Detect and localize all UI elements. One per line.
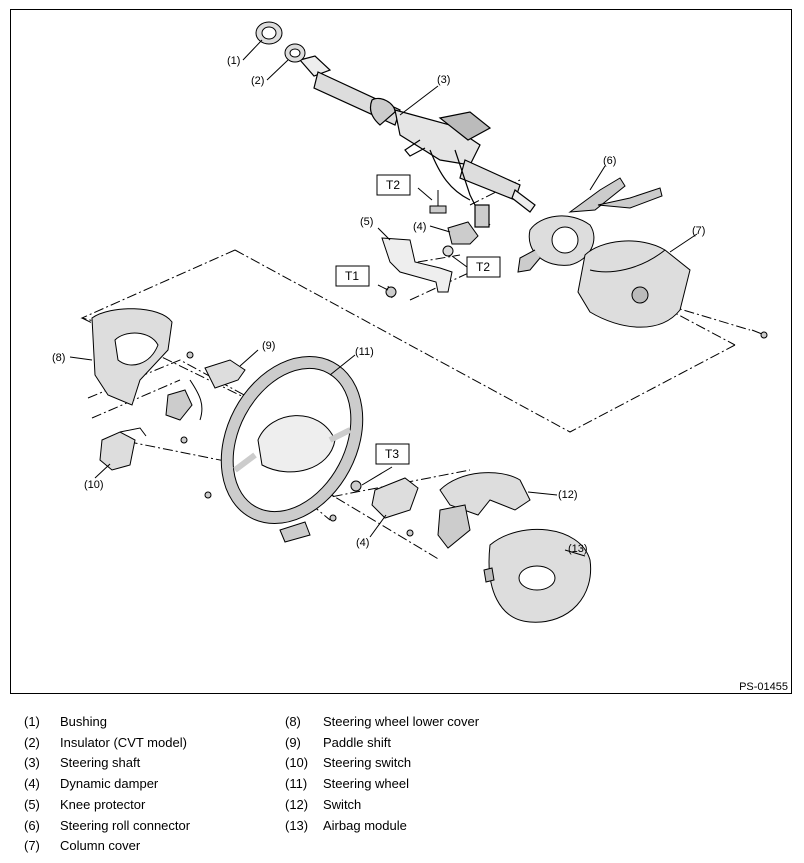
parts-legend: (1)Bushing (2)Insulator (CVT model) (3)S… [24,714,480,853]
steering-roll-connector [517,177,663,273]
leader-lines [69,39,698,557]
callout-9: (9) [262,340,275,352]
switch-part [437,472,531,549]
steering-shaft [298,55,536,228]
svg-text:T2: T2 [476,260,490,274]
callout-6: (6) [603,155,616,167]
steering-switch [99,427,147,471]
callout-5: (5) [360,216,373,228]
figure-code: PS-01455 [739,681,788,693]
assembly-guide-lines [80,179,751,561]
airbag-module [483,528,592,623]
callout-13: (13) [568,543,588,555]
callout-2: (2) [251,75,264,87]
callout-12: (12) [558,489,578,501]
cover-screw [751,329,768,339]
torque-tag-t3: T3 [375,443,410,465]
callout-7: (7) [692,225,705,237]
insulator-part [284,43,306,63]
callout-4: (4) [413,221,426,233]
wheel-bolts [180,436,414,543]
knee-protector [381,237,453,299]
callout-3: (3) [437,74,450,86]
svg-text:T1: T1 [345,269,359,283]
svg-text:T3: T3 [385,447,399,461]
bolt-t2-upper [429,190,447,214]
callout-4-lower: (4) [356,537,369,549]
torque-tag-t2-lower: T2 [466,256,501,278]
callout-11: (11) [355,346,374,358]
callout-10: (10) [84,479,104,491]
paddle-shift [165,351,246,421]
steering-wheel-lower-cover [91,308,173,406]
svg-text:T2: T2 [386,178,400,192]
dynamic-damper-lower [371,477,419,519]
callout-8: (8) [52,352,65,364]
torque-tag-t1: T1 [335,265,370,287]
bushing-part [255,21,283,45]
steering-wheel [220,356,364,524]
exploded-diagram: (1) (2) (3) (4) (5) (6) (7) (8) (9) (11)… [52,21,768,623]
column-cover [577,240,691,328]
callout-1: (1) [227,55,240,67]
diagram-frame [10,9,792,694]
dynamic-damper-upper [442,221,479,257]
torque-tag-t2-upper: T2 [376,174,411,196]
